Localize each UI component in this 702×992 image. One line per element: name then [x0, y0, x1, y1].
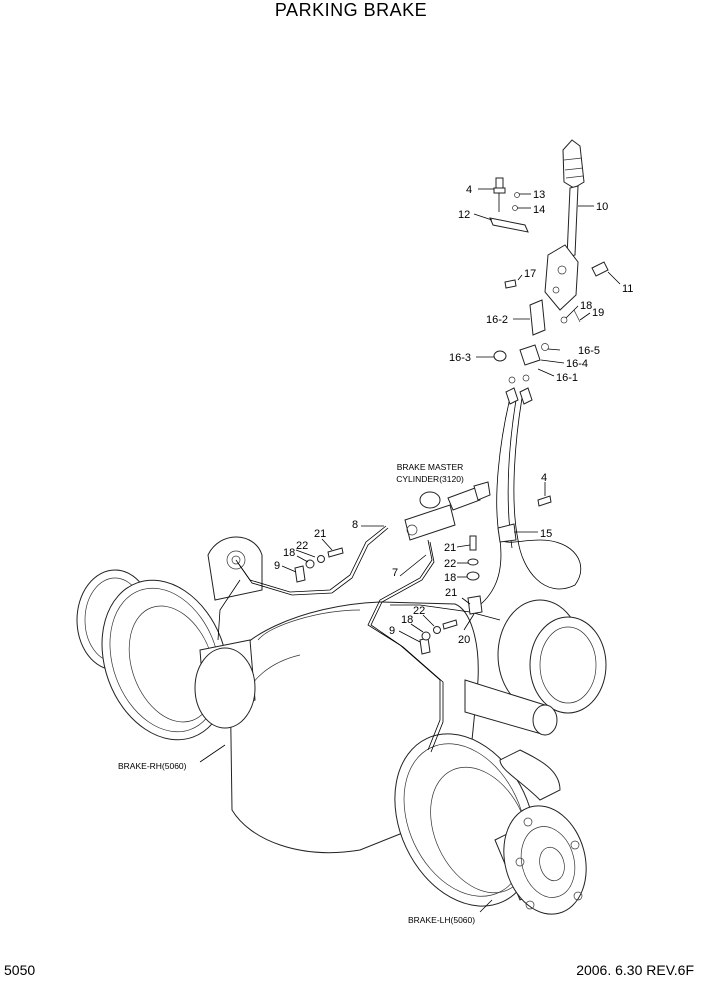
brake-rh-assembly: [76, 536, 263, 741]
callout-9a: 9: [274, 560, 280, 572]
callout-16-4: 16-4: [566, 358, 588, 370]
leader-lines: [199, 188, 621, 913]
assembly-notes: BRAKE MASTER CYLINDER(3120) BRAKE-RH(506…: [118, 462, 475, 925]
parking-lever: [544, 139, 609, 311]
callout-11: 11: [622, 283, 633, 295]
callout-9b: 9: [389, 625, 395, 637]
callout-21c: 21: [445, 587, 457, 599]
callout-18d: 18: [401, 614, 413, 626]
callout-20: 20: [458, 634, 470, 646]
callout-4a: 4: [466, 184, 472, 196]
note-brake-lh: BRAKE-LH(5060): [408, 915, 475, 925]
callout-16-2: 16-2: [486, 314, 508, 326]
callout-19: 19: [592, 307, 604, 319]
callout-7: 7: [392, 567, 398, 579]
callout-16-3: 16-3: [449, 352, 471, 364]
page-title: PARKING BRAKE: [274, 0, 428, 20]
callout-12: 12: [458, 209, 470, 221]
callout-21a: 21: [314, 528, 326, 540]
parking-cables: [390, 397, 582, 621]
note-brake-rh: BRAKE-RH(5060): [118, 761, 187, 771]
callout-18b: 18: [283, 547, 295, 559]
callout-22b: 22: [444, 558, 456, 570]
callout-4b: 4: [541, 472, 547, 484]
callout-22a: 22: [296, 540, 308, 552]
callout-22c: 22: [413, 605, 425, 617]
revision-label: 2006. 6.30 REV.6F: [576, 962, 694, 978]
callout-15: 15: [540, 528, 552, 540]
differential-hub: [464, 599, 607, 801]
callout-10: 10: [596, 201, 608, 213]
callout-18c: 18: [444, 572, 456, 584]
brake-master-cylinder: [404, 481, 491, 541]
callout-8: 8: [352, 519, 358, 531]
note-master-cylinder-1: BRAKE MASTER: [397, 462, 464, 472]
brake-lines: [217, 525, 444, 753]
callout-17: 17: [524, 268, 536, 280]
callout-13: 13: [533, 189, 545, 201]
callout-21b: 21: [444, 542, 456, 554]
small-hardware: [294, 495, 552, 655]
callout-18a: 18: [580, 300, 592, 312]
callout-14: 14: [533, 204, 545, 216]
brake-lh-assembly: [394, 733, 587, 915]
note-master-cylinder-2: CYLINDER(3120): [396, 474, 464, 484]
lever-bracket: [489, 177, 529, 233]
lever-linkage: [493, 279, 581, 405]
page-number: 5050: [4, 962, 36, 978]
callout-16-1: 16-1: [556, 372, 578, 384]
callout-labels: 4 13 14 10 12 17 11 18 19 16-2 16-5 16-3…: [274, 184, 633, 646]
callout-16-5: 16-5: [578, 345, 600, 357]
